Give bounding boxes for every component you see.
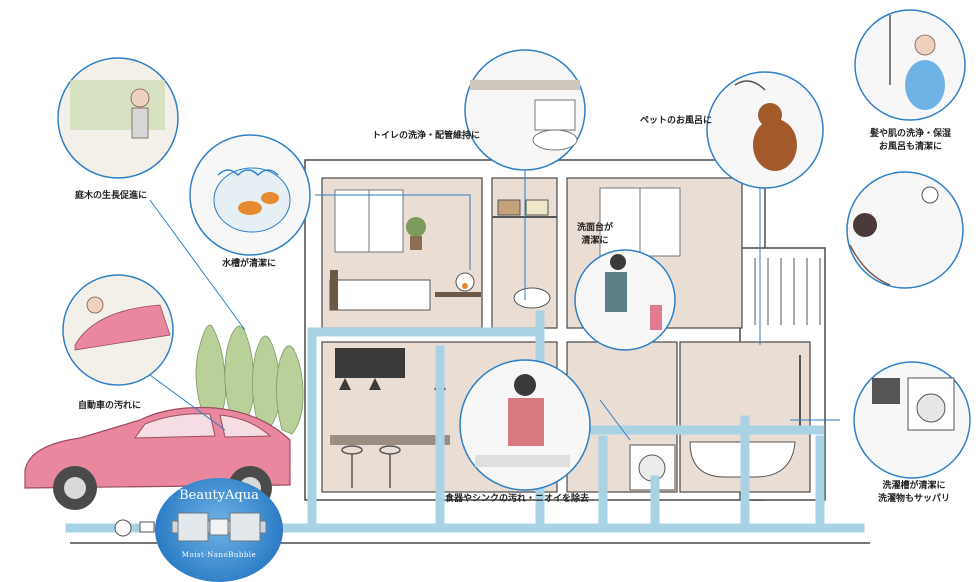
connector-lines [149, 150, 840, 441]
label-pet: ペットのお風呂に [640, 116, 713, 126]
stools [341, 445, 401, 488]
label-dishes: 食器やシンクの汚れ・ニオイを除去 [445, 494, 590, 504]
circle-car [62, 274, 174, 386]
bed [329, 279, 431, 311]
circle-pet [706, 71, 824, 189]
circle-dishes [459, 359, 591, 491]
label-laundry: 洗濯槽が清潔に 洗濯物もサッパリ [878, 480, 950, 506]
tree [195, 324, 226, 426]
label-toilet: トイレの洗浄・配管維持に [372, 131, 481, 141]
product-subtitle: Moist-NanoBubble [181, 551, 257, 559]
fishbowl [455, 272, 475, 292]
circle-garden [57, 57, 179, 179]
circle-laundry [853, 361, 971, 479]
label-hair-line1: 髪や肌の洗浄・保湿 [870, 129, 952, 139]
car-window [134, 413, 216, 439]
tv [335, 348, 405, 378]
label-washbasin-line1: 洗面台が [577, 223, 614, 233]
tree [224, 326, 255, 426]
detail-circles [57, 9, 971, 491]
tree-row [195, 324, 304, 435]
toilet [513, 287, 551, 309]
louvers [754, 258, 821, 325]
product-badge: BeautyAqua Moist-NanoBubble [155, 478, 283, 582]
label-hair-line2: お風呂も清潔に [879, 142, 943, 152]
storage-box [525, 199, 549, 216]
desk [435, 292, 481, 297]
label-washbasin-line2: 清潔に [581, 236, 609, 246]
label-aquarium: 水槽が清潔に [222, 259, 277, 269]
valve [139, 521, 155, 533]
label-hair: 髪や肌の洗浄・保湿 お風呂も清潔に [870, 128, 951, 154]
storage-box [497, 199, 521, 216]
label-garden: 庭木の生長促進に [75, 191, 148, 201]
tree [276, 345, 304, 435]
car-window [219, 414, 272, 438]
nanobubble-device-icon [172, 512, 266, 542]
circle-washbasin [574, 249, 676, 351]
tree [252, 335, 281, 431]
circle-toilet [464, 49, 586, 171]
label-laundry-line2: 洗濯物もサッパリ [878, 494, 951, 504]
circle-shower [846, 171, 964, 289]
circle-aquarium [189, 134, 311, 256]
circle-hair [854, 9, 966, 121]
label-car: 自動車の汚れに [78, 401, 142, 411]
plant [406, 217, 426, 237]
counter [330, 435, 450, 445]
water-meter [114, 519, 132, 537]
product-brand: BeautyAqua [179, 488, 259, 503]
label-laundry-line1: 洗濯槽が清潔に [882, 481, 946, 491]
label-washbasin: 洗面台が 清潔に [577, 222, 613, 248]
